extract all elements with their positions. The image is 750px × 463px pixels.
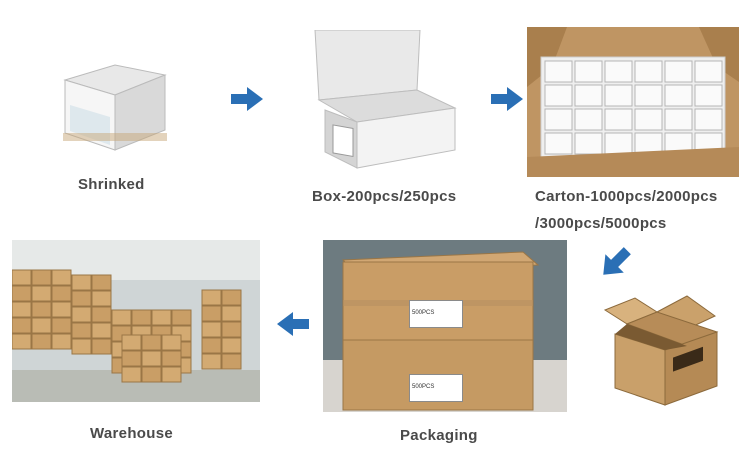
warehouse-box <box>31 285 52 302</box>
warehouse-box <box>111 309 132 326</box>
warehouse-box <box>221 321 242 338</box>
warehouse-box <box>12 301 32 318</box>
warehouse-box <box>71 274 92 291</box>
label-quantity: 500PCS <box>412 310 435 316</box>
warehouse-box <box>221 337 242 354</box>
warehouse-box <box>91 306 112 323</box>
small-box <box>574 84 603 107</box>
warehouse-box <box>131 309 152 326</box>
warehouse-box <box>171 309 192 326</box>
warehouse-box <box>31 333 52 350</box>
warehouse-box <box>12 269 32 286</box>
warehouse-box <box>51 333 72 350</box>
small-box <box>604 60 633 83</box>
warehouse-box <box>31 269 52 286</box>
small-box <box>634 84 663 107</box>
warehouse-box <box>121 350 142 367</box>
warehouse-box <box>161 350 182 367</box>
small-box <box>544 132 573 155</box>
small-box <box>574 108 603 131</box>
open-carton-icon <box>595 290 730 410</box>
warehouse-box <box>12 333 32 350</box>
small-box <box>574 60 603 83</box>
warehouse-box <box>151 309 172 326</box>
box-label-bottom: 500PCS <box>409 374 463 402</box>
warehouse-box <box>161 366 182 383</box>
box-photo <box>305 30 465 170</box>
down-left-arrow-icon <box>603 247 631 275</box>
shrinked-photo <box>45 35 185 155</box>
warehouse-box <box>12 317 32 334</box>
packaging-photo: 500PCS 500PCS <box>323 240 567 412</box>
small-box <box>664 60 693 83</box>
warehouse-box <box>51 301 72 318</box>
warehouse-box <box>51 269 72 286</box>
warehouse-box <box>12 285 32 302</box>
small-box <box>664 108 693 131</box>
small-box <box>544 84 573 107</box>
small-box <box>634 60 663 83</box>
warehouse-box <box>141 334 162 351</box>
warehouse-box <box>71 322 92 339</box>
warehouse-box <box>71 290 92 307</box>
warehouse-box <box>201 289 222 306</box>
warehouse-box <box>201 337 222 354</box>
small-box <box>694 84 723 107</box>
warehouse-box <box>71 306 92 323</box>
caption-box: Box-200pcs/250pcs <box>312 188 457 205</box>
warehouse-box <box>91 338 112 355</box>
warehouse-box <box>121 334 142 351</box>
small-box <box>604 108 633 131</box>
warehouse-box <box>31 301 52 318</box>
small-box <box>604 132 633 155</box>
small-box <box>544 108 573 131</box>
warehouse-box <box>121 366 142 383</box>
small-box <box>694 108 723 131</box>
caption-packaging: Packaging <box>400 427 478 444</box>
warehouse-box <box>51 317 72 334</box>
right-arrow-icon <box>491 87 523 111</box>
warehouse-box <box>221 305 242 322</box>
small-box <box>574 132 603 155</box>
caption-shrinked: Shrinked <box>78 176 145 193</box>
small-box <box>664 84 693 107</box>
warehouse-box <box>91 274 112 291</box>
warehouse-box <box>201 321 222 338</box>
small-box <box>604 84 633 107</box>
warehouse-box <box>51 285 72 302</box>
warehouse-box <box>141 350 162 367</box>
warehouse-box <box>201 305 222 322</box>
right-arrow-icon <box>231 87 263 111</box>
label-quantity: 500PCS <box>412 384 435 390</box>
box-label-top: 500PCS <box>409 300 463 328</box>
warehouse-box <box>91 322 112 339</box>
left-arrow-icon <box>277 312 309 336</box>
caption-warehouse: Warehouse <box>90 425 173 442</box>
warehouse-box <box>221 289 242 306</box>
warehouse-box <box>91 290 112 307</box>
caption-carton-line2: /3000pcs/5000pcs <box>535 215 667 232</box>
warehouse-photo <box>12 240 260 402</box>
small-box <box>544 60 573 83</box>
warehouse-box <box>71 338 92 355</box>
warehouse-box <box>221 353 242 370</box>
small-box <box>694 60 723 83</box>
warehouse-box <box>31 317 52 334</box>
carton-photo <box>527 27 739 177</box>
warehouse-box <box>141 366 162 383</box>
warehouse-box <box>161 334 182 351</box>
caption-carton-line1: Carton-1000pcs/2000pcs <box>535 188 718 205</box>
small-box <box>634 108 663 131</box>
warehouse-box <box>201 353 222 370</box>
